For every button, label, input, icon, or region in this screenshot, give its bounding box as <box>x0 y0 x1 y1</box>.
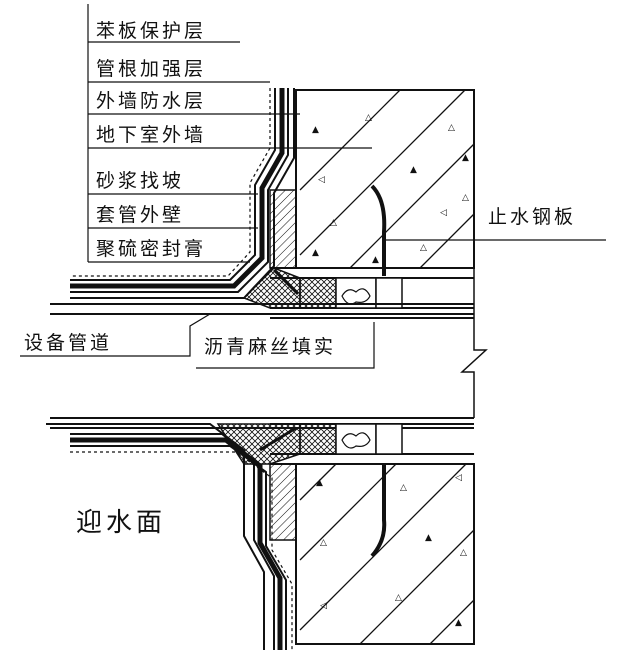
label-mortar-slope: 砂浆找坡 <box>96 170 185 192</box>
waterproof-layers-lower <box>46 423 293 650</box>
svg-text:◁: ◁ <box>318 175 325 185</box>
svg-text:▲: ▲ <box>312 125 319 135</box>
svg-text:△: △ <box>420 243 427 253</box>
svg-text:▲: ▲ <box>425 533 432 543</box>
svg-text:◁: ◁ <box>455 473 462 483</box>
equipment-pipe-upper <box>50 303 474 315</box>
svg-text:△: △ <box>320 538 327 548</box>
filling-lower <box>299 423 403 455</box>
svg-text:▲: ▲ <box>372 255 379 265</box>
svg-text:▲: ▲ <box>455 618 462 628</box>
label-equipment-pipe: 设备管道 <box>24 332 113 354</box>
label-outer-wall-waterproof: 外墙防水层 <box>96 90 207 112</box>
label-sleeve-outer-wall: 套管外壁 <box>96 204 185 226</box>
label-water-stop-steel-plate: 止水钢板 <box>488 206 577 228</box>
waterproof-layers-upper <box>70 88 295 299</box>
svg-text:▲: ▲ <box>462 153 469 163</box>
label-water-facing-side: 迎水面 <box>76 508 167 538</box>
label-basement-outer-wall: 地下室外墙 <box>96 124 207 146</box>
sealant-upper <box>242 267 301 309</box>
svg-text:△: △ <box>395 593 402 603</box>
svg-text:△: △ <box>448 123 455 133</box>
water-stop-plate-lower <box>370 464 387 558</box>
svg-text:△: △ <box>460 548 467 558</box>
label-pipe-root-reinforce: 管根加强层 <box>96 58 207 80</box>
break-symbol <box>460 268 488 418</box>
svg-text:△: △ <box>365 113 372 123</box>
sealant-line-upper <box>272 268 300 296</box>
water-stop-plate-upper <box>370 184 387 276</box>
leader-lines <box>20 4 606 369</box>
label-protect-layer: 苯板保护层 <box>96 20 207 42</box>
sealant-line-lower <box>259 426 297 452</box>
svg-text:△: △ <box>400 483 407 493</box>
svg-text:▲: ▲ <box>312 248 319 258</box>
label-polysulfide-sealant: 聚硫密封膏 <box>96 238 207 260</box>
svg-text:◁: ◁ <box>320 601 327 611</box>
svg-text:▲: ▲ <box>410 165 417 175</box>
mortar-slope-lower <box>269 463 297 541</box>
mortar-slope-upper <box>269 189 297 269</box>
label-asphalt-hemp-filling: 沥青麻丝填实 <box>204 336 337 358</box>
svg-text:◁: ◁ <box>440 208 447 218</box>
svg-text:△: △ <box>330 218 337 228</box>
svg-text:▲: ▲ <box>316 478 323 488</box>
svg-text:△: △ <box>462 193 469 203</box>
